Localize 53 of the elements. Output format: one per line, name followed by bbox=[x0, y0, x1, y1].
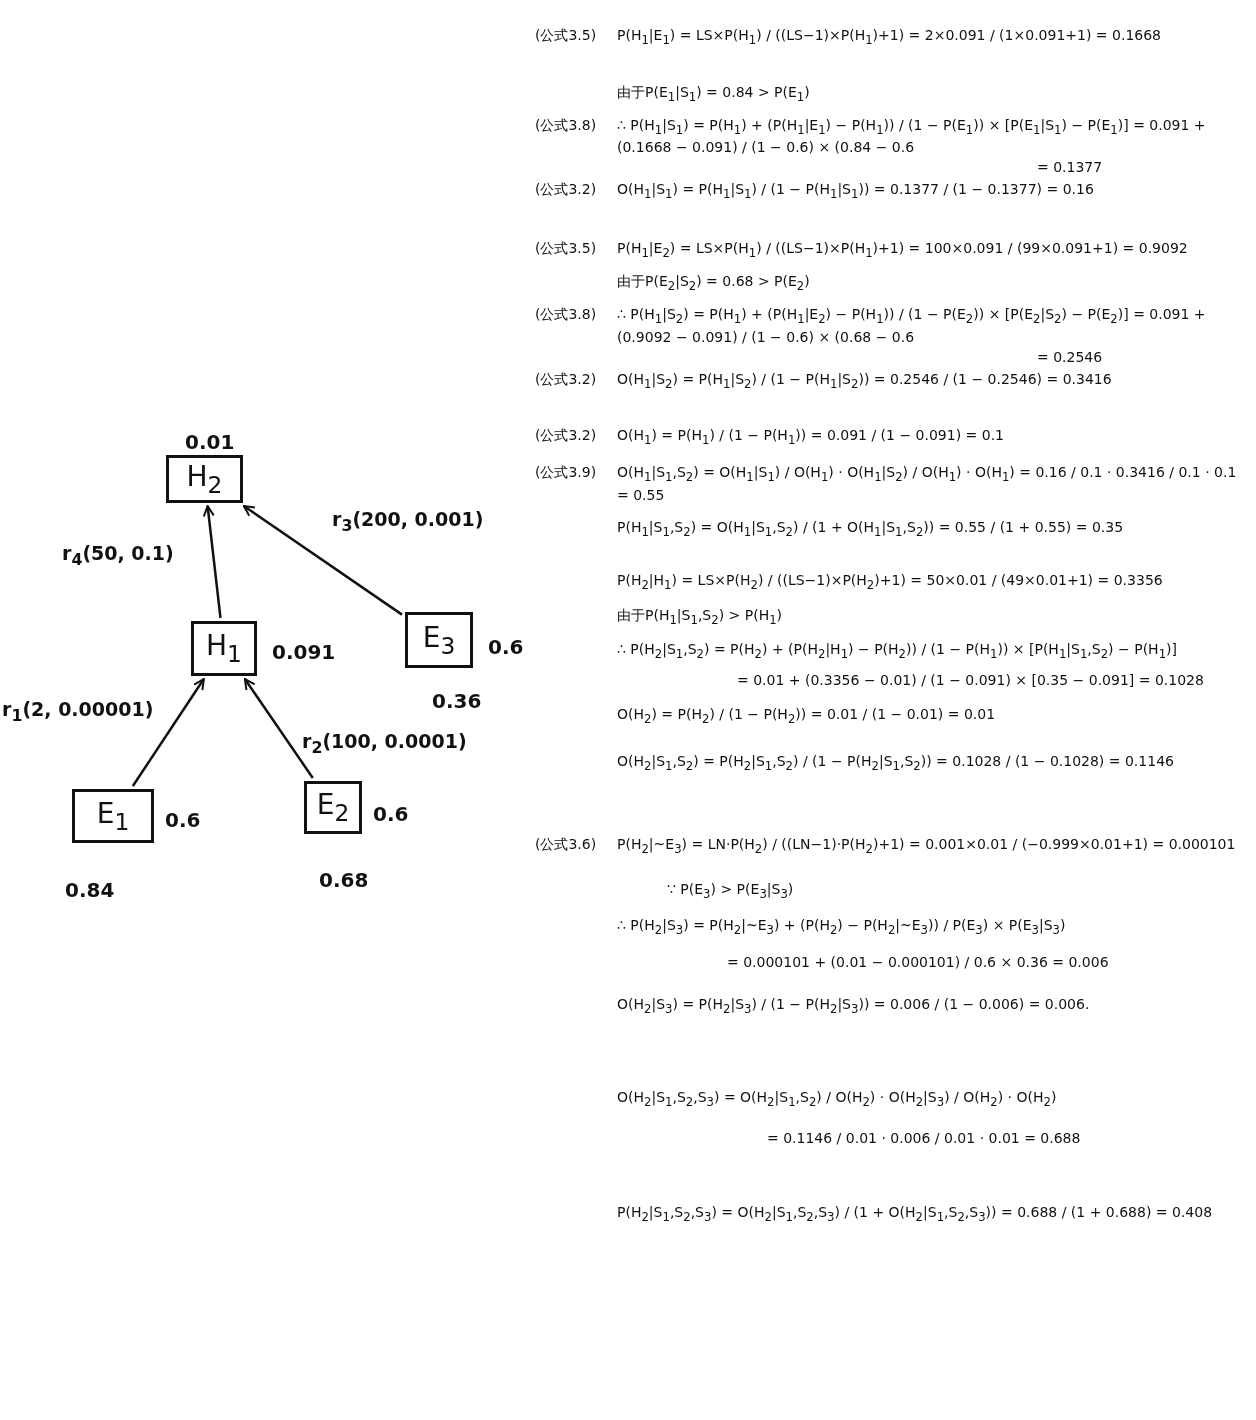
formula: O(H$_{1}$|S$_{1}$,S$_{2}$) = O(H$_{1}$|S$_{1}$) / O(H$_{1}$) · O(H$_{1}$|S$_{2}$) / O(H$_{1}$) · O(H$_{1}$) = 0.16 / 0.1 · 0.3416 / 0.1 · 0.1 = 0.55 bbox=[617, 464, 1237, 503]
arrow bbox=[242, 504, 403, 616]
formula: O(H$_{1}$|S$_{1}$) = P(H$_{1}$|S$_{1}$) / (1 − P(H$_{1}$|S$_{1}$)) = 0.1377 / (1 − 0.1377) = 0.16 bbox=[617, 181, 1094, 198]
formula: O(H$_{2}$|S$_{1}$,S$_{2}$) = P(H$_{2}$|S$_{1}$,S$_{2}$) / (1 − P(H$_{2}$|S$_{1}$,S$_{2}$)) = 0.1028 / (1 − 0.1028) = 0.1146 bbox=[617, 752, 1174, 769]
probability-value: 0.6 bbox=[488, 635, 524, 659]
formula: O(H$_{1}$|S$_{2}$) = P(H$_{1}$|S$_{2}$) / (1 − P(H$_{1}$|S$_{2}$)) = 0.2546 / (1 − 0.2546) = 0.3416 bbox=[617, 370, 1112, 387]
formula: ∴ P(H$_{1}$|S$_{1}$) = P(H$_{1}$) + (P(H$_{1}$|E$_{1}$) − P(H$_{1}$)) / (1 − P(E$_{1}$)) × [P(E$_{1}$|S$_{1}$) − P(E$_{1}$)] = 0.091 + (0.1668 − 0.091) / (1 − 0.6) × (0.84 − 0.6 bbox=[617, 116, 1206, 156]
formula: O(H$_{1}$) = P(H$_{1}$) / (1 − P(H$_{1}$)) = 0.091 / (1 − 0.091) = 0.1 bbox=[617, 427, 1004, 444]
formula: P(H$_{1}$|E$_{1}$) = LS×P(H$_{1}$) / ((LS−1)×P(H$_{1}$)+1) = 2×0.091 / (1×0.091+1) = 0.1668 bbox=[617, 27, 1161, 43]
formula: = 0.1377 bbox=[1037, 159, 1103, 176]
probability-value: 0.01 bbox=[185, 430, 235, 454]
formula: P(H$_{2}$|~E$_{3}$) = LN·P(H$_{2}$) / ((LN−1)·P(H$_{2}$)+1) = 0.001×0.01 / (−0.999×0.01+1) = 0.000101 bbox=[617, 835, 1236, 852]
formula-number: (公式3.6) bbox=[535, 835, 597, 852]
formula: 由于P(E$_{1}$|S$_{1}$) = 0.84 > P(E$_{1}$) bbox=[617, 83, 810, 100]
formula-number: (公式3.5) bbox=[535, 27, 597, 43]
arrow bbox=[243, 678, 314, 779]
formula: ∴ P(H$_{1}$|S$_{2}$) = P(H$_{1}$) + (P(H$_{1}$|E$_{2}$) − P(H$_{1}$)) / (1 − P(E$_{2}$)) × [P(E$_{2}$|S$_{2}$) − P(E$_{2}$)] = 0.091 + (0.9092 − 0.091) / (1 − 0.6) × (0.68 − 0.6 bbox=[617, 305, 1206, 345]
node-label: E$_{1}$ bbox=[96, 796, 130, 836]
formula: O(H$_{2}$|S$_{3}$) = P(H$_{2}$|S$_{3}$) / (1 − P(H$_{2}$|S$_{3}$)) = 0.006 / (1 − 0.006) = 0.006. bbox=[617, 996, 1090, 1013]
formula-number: (公式3.2) bbox=[535, 181, 597, 198]
formula: ∴ P(H$_{2}$|S$_{1}$,S$_{2}$) = P(H$_{2}$) + (P(H$_{2}$|H$_{1}$) − P(H$_{2}$)) / (1 − P(H$_{1}$)) × [P(H$_{1}$|S$_{1}$,S$_{2}$) − P(H$_{1}$)] bbox=[617, 641, 1177, 658]
probability-value: 0.36 bbox=[432, 689, 482, 713]
formula-number: (公式3.8) bbox=[535, 305, 597, 322]
formula: 由于P(E$_{2}$|S$_{2}$) = 0.68 > P(E$_{2}$) bbox=[617, 273, 810, 289]
formula: P(H$_{1}$|S$_{1}$,S$_{2}$) = O(H$_{1}$|S$_{1}$,S$_{2}$) / (1 + O(H$_{1}$|S$_{1}$,S$_{2}$)) = 0.55 / (1 + 0.55) = 0.35 bbox=[617, 518, 1124, 535]
probability-value: 0.6 bbox=[373, 802, 409, 826]
probability-value: 0.68 bbox=[319, 868, 369, 892]
formula: O(H$_{2}$|S$_{1}$,S$_{2}$,S$_{3}$) = O(H$_{2}$|S$_{1}$,S$_{2}$) / O(H$_{2}$) · O(H$_{2}$|S$_{3}$) / O(H$_{2}$) · O(H$_{2}$) bbox=[617, 1088, 1057, 1105]
formula-number: (公式3.5) bbox=[535, 240, 597, 257]
formula: = 0.1146 / 0.01 · 0.006 / 0.01 · 0.01 = 0.688 bbox=[767, 1129, 1081, 1146]
formula-number: (公式3.8) bbox=[535, 116, 597, 133]
formula: P(H$_{2}$|S$_{1}$,S$_{2}$,S$_{3}$) = O(H$_{2}$|S$_{1}$,S$_{2}$,S$_{3}$) / (1 + O(H$_{2}$|S$_{1}$,S$_{2}$,S$_{3}$)) = 0.688 / (1 + 0.688) = 0.408 bbox=[617, 1203, 1213, 1220]
formula: = 0.000101 + (0.01 − 0.000101) / 0.6 × 0.36 = 0.006 bbox=[727, 954, 1109, 971]
probability-value: 0.6 bbox=[165, 808, 201, 832]
formula: 由于P(H$_{1}$|S$_{1}$,S$_{2}$) > P(H$_{1}$) bbox=[617, 606, 783, 623]
formula: = 0.2546 bbox=[1037, 348, 1103, 365]
formula: ∴ P(H$_{2}$|S$_{3}$) = P(H$_{2}$|~E$_{3}$) + (P(H$_{2}$) − P(H$_{2}$|~E$_{3}$)) / P(E$_{3}$) × P(E$_{3}$|S$_{3}$) bbox=[617, 917, 1066, 934]
arrow bbox=[202, 505, 222, 619]
formula-number: (公式3.2) bbox=[535, 427, 597, 444]
node-label: E$_{3}$ bbox=[422, 620, 456, 660]
formula: P(H$_{1}$|E$_{2}$) = LS×P(H$_{1}$) / ((LS−1)×P(H$_{1}$)+1) = 100×0.091 / (99×0.091+1) = 0.9092 bbox=[617, 240, 1188, 257]
node-label: E$_{2}$ bbox=[316, 788, 350, 827]
formula: = 0.01 + (0.3356 − 0.01) / (1 − 0.091) × [0.35 − 0.091] = 0.1028 bbox=[737, 672, 1204, 689]
formula-number: (公式3.2) bbox=[535, 370, 597, 387]
arrow bbox=[131, 678, 205, 787]
formula: ∵ P(E$_{3}$) > P(E$_{3}$|S$_{3}$) bbox=[667, 880, 794, 897]
formula: P(H$_{2}$|H$_{1}$) = LS×P(H$_{2}$) / ((LS−1)×P(H$_{2}$)+1) = 50×0.01 / (49×0.01+1) = 0.3356 bbox=[617, 571, 1163, 588]
formula: O(H$_{2}$) = P(H$_{2}$) / (1 − P(H$_{2}$)) = 0.01 / (1 − 0.01) = 0.01 bbox=[617, 706, 996, 723]
probability-value: 0.84 bbox=[65, 878, 115, 902]
node-label: H$_{1}$ bbox=[206, 629, 242, 668]
probability-value: 0.091 bbox=[272, 640, 336, 664]
node-label: H$_{2}$ bbox=[186, 459, 223, 499]
formula-number: (公式3.9) bbox=[535, 464, 597, 481]
